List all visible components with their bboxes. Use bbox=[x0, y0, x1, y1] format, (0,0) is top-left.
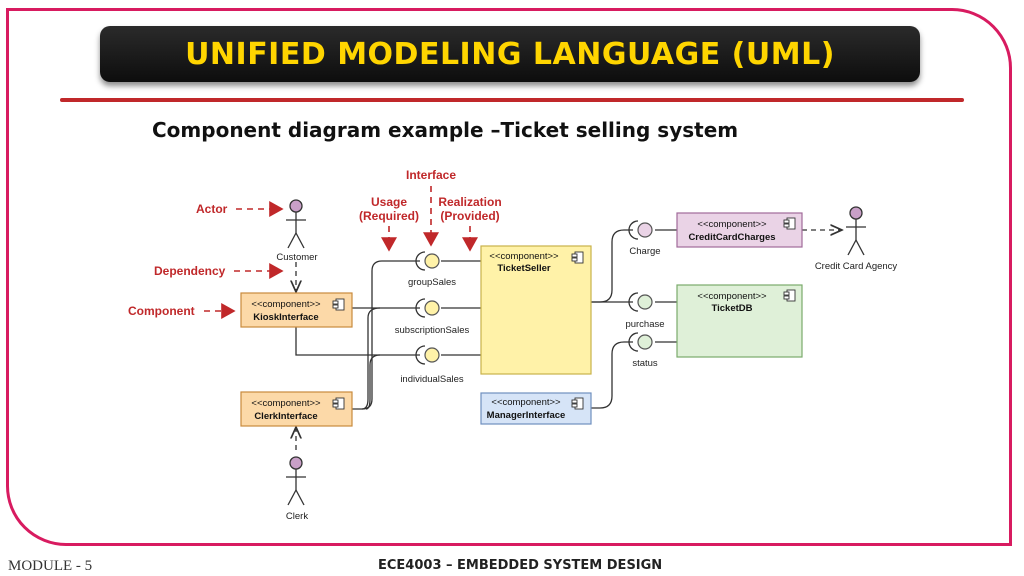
db-stereotype: <<component>> bbox=[697, 291, 767, 302]
component-clerk-interface: <<component>> ClerkInterface bbox=[240, 391, 353, 427]
db-name: TicketDB bbox=[711, 303, 752, 314]
line-manager-status bbox=[591, 341, 633, 409]
credit-name: CreditCardCharges bbox=[688, 232, 775, 243]
kiosk-name: KioskInterface bbox=[253, 312, 318, 323]
line-clerk-subscription bbox=[361, 307, 381, 410]
kiosk-stereotype: <<component>> bbox=[251, 299, 321, 310]
component-kiosk-interface: <<component>> KioskInterface bbox=[240, 292, 353, 328]
line-clerk-individual bbox=[365, 354, 381, 410]
legend-usage-required: (Required) bbox=[359, 209, 419, 223]
interface-charge: Charge bbox=[628, 220, 661, 257]
legend-annotations: Actor Dependency Component Interface Usa… bbox=[128, 168, 502, 319]
legend-component: Component bbox=[128, 304, 195, 318]
title-bar: UNIFIED MODELING LANGUAGE (UML) bbox=[100, 26, 920, 82]
component-icon bbox=[332, 298, 345, 311]
charge-label: Charge bbox=[629, 246, 660, 257]
component-icon bbox=[783, 289, 796, 302]
clerk-label: Clerk bbox=[286, 511, 308, 522]
slide-title: UNIFIED MODELING LANGUAGE (UML) bbox=[185, 36, 835, 72]
seller-name: TicketSeller bbox=[497, 263, 550, 274]
slide-subtitle: Component diagram example –Ticket sellin… bbox=[152, 118, 739, 142]
seller-stereotype: <<component>> bbox=[489, 251, 559, 262]
group-sales-label: groupSales bbox=[408, 277, 456, 288]
title-underline bbox=[60, 98, 964, 102]
actor-head bbox=[289, 199, 303, 213]
actor-credit-card-agency: Credit Card Agency bbox=[815, 206, 898, 272]
interface-purchase: purchase bbox=[625, 292, 665, 330]
legend-interface: Interface bbox=[406, 168, 456, 182]
actor-customer: Customer bbox=[276, 199, 318, 263]
manager-name: ManagerInterface bbox=[487, 410, 566, 421]
interface-individual-sales: individualSales bbox=[400, 345, 464, 385]
clerk-interface-name: ClerkInterface bbox=[254, 411, 317, 422]
clerk-stereotype: <<component>> bbox=[251, 398, 321, 409]
legend-realization: Realization bbox=[438, 195, 501, 209]
manager-stereotype: <<component>> bbox=[491, 397, 561, 408]
actor-clerk: Clerk bbox=[286, 456, 308, 522]
legend-actor: Actor bbox=[196, 202, 228, 216]
component-icon bbox=[783, 217, 796, 230]
connector-lines bbox=[295, 229, 677, 410]
component-icon bbox=[571, 251, 584, 264]
component-manager-interface: <<component>> ManagerInterface bbox=[480, 392, 592, 425]
subscription-sales-label: subscriptionSales bbox=[395, 325, 470, 336]
individual-sales-label: individualSales bbox=[400, 374, 464, 385]
legend-dependency: Dependency bbox=[154, 264, 226, 278]
credit-stereotype: <<component>> bbox=[697, 219, 767, 230]
component-credit-card-charges: <<component>> CreditCardCharges bbox=[676, 212, 803, 248]
actor-head bbox=[849, 206, 863, 220]
component-icon bbox=[332, 397, 345, 410]
legend-usage: Usage bbox=[371, 195, 407, 209]
agency-label: Credit Card Agency bbox=[815, 261, 898, 272]
customer-label: Customer bbox=[276, 252, 317, 263]
purchase-label: purchase bbox=[625, 319, 664, 330]
footer-course: ECE4003 – EMBEDDED SYSTEM DESIGN bbox=[378, 558, 663, 573]
legend-realization-provided: (Provided) bbox=[440, 209, 499, 223]
footer-module: MODULE - 5 bbox=[8, 558, 93, 574]
component-icon bbox=[571, 397, 584, 410]
line-seller-charge bbox=[591, 229, 633, 303]
component-ticket-seller: <<component>> TicketSeller bbox=[480, 245, 592, 375]
dependency-arrows bbox=[296, 230, 842, 450]
actor-head bbox=[289, 456, 303, 470]
component-ticket-db: <<component>> TicketDB bbox=[676, 284, 803, 358]
interface-subscription-sales: subscriptionSales bbox=[395, 298, 470, 336]
interface-status: status bbox=[628, 332, 658, 369]
status-label: status bbox=[632, 358, 658, 369]
interface-group-sales: groupSales bbox=[408, 251, 456, 288]
